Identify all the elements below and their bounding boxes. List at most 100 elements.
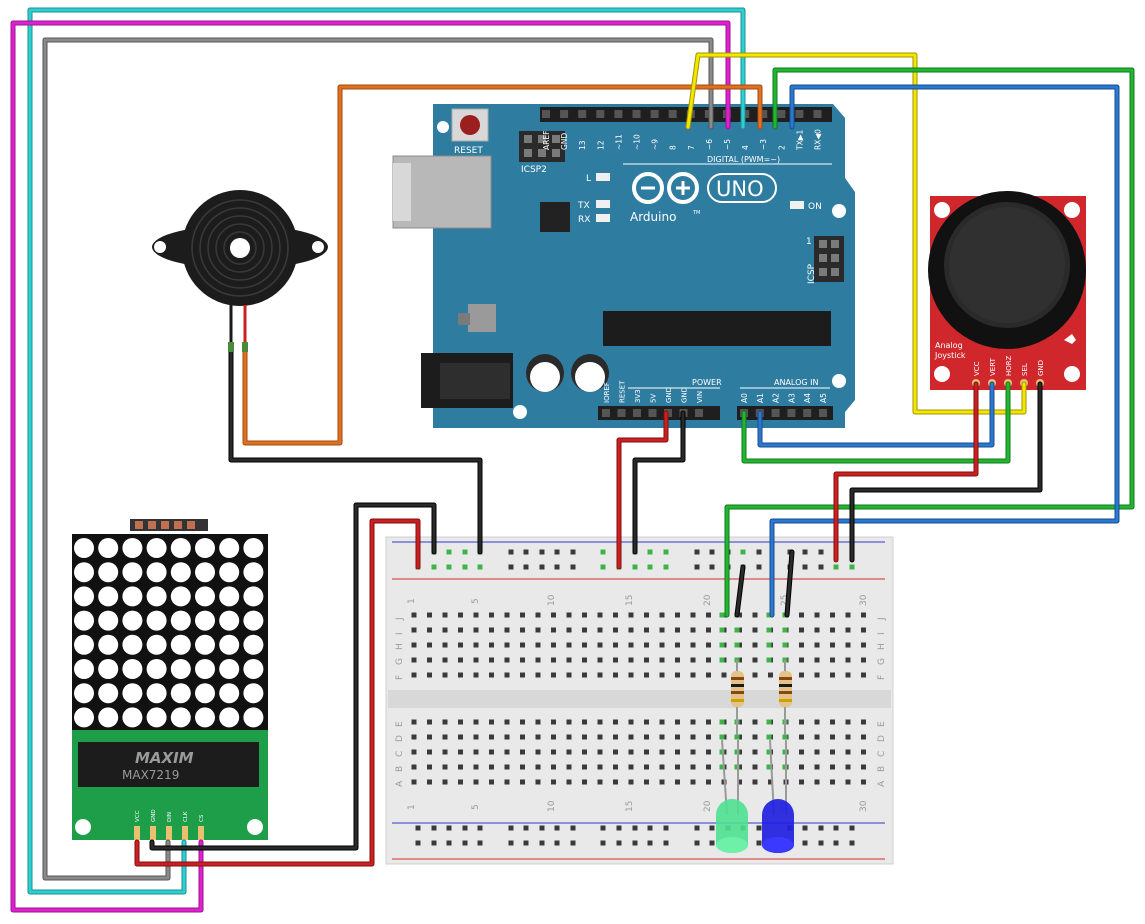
matrix-led [170, 634, 191, 655]
digital-pin-label: ~5 [723, 139, 732, 150]
arduino-logo: UNO Arduino TM [630, 172, 777, 224]
matrix-led [98, 538, 119, 558]
matrix-pin-label: CS [199, 814, 205, 822]
svg-text:MAX7219: MAX7219 [122, 768, 179, 782]
matrix-led [243, 634, 264, 655]
digital-pin-label: AREF [542, 131, 551, 150]
power-pin-label: IOREF [603, 382, 611, 403]
svg-text:ON: ON [808, 202, 822, 212]
digital-label: DIGITAL (PWM=~) [707, 155, 780, 164]
svg-text:Arduino: Arduino [630, 210, 676, 224]
joystick-pin-label: HORZ [1005, 355, 1013, 376]
matrix-led [146, 683, 167, 704]
analog-pin-label: A4 [803, 393, 812, 403]
svg-text:J: J [877, 617, 887, 621]
mount-hole [437, 121, 449, 133]
svg-text:Analog: Analog [935, 341, 963, 350]
voltage-regulator [468, 304, 496, 332]
svg-text:1: 1 [407, 804, 417, 810]
digital-pin-label: ~10 [633, 134, 642, 150]
breadboard-row-letters: J I H G F E D C B A J I H G F E D C B A [395, 617, 887, 787]
svg-text:B: B [395, 766, 405, 772]
svg-text:C: C [395, 751, 405, 757]
matrix-led [146, 586, 167, 607]
wires [10, 7, 1135, 913]
svg-text:RX: RX [578, 215, 590, 225]
breadboard-col-numbers-top: 1 5 10 15 20 25 30 [407, 594, 869, 606]
svg-text:E: E [395, 721, 405, 727]
matrix-led [243, 610, 264, 631]
svg-text:1: 1 [407, 598, 417, 604]
matrix-led [74, 707, 94, 728]
svg-text:20: 20 [703, 594, 713, 606]
joystick-pin-label: VERT [989, 357, 997, 376]
matrix-led [243, 538, 264, 558]
usb-chip [540, 202, 570, 232]
matrix-led [195, 683, 215, 704]
max7219-chip: MAXIM MAX7219 [78, 742, 259, 787]
matrix-led [146, 562, 167, 583]
matrix-led [195, 634, 215, 655]
digital-pin-label: 8 [669, 145, 678, 150]
joystick-pin-label: VCC [973, 361, 981, 376]
blue-led [762, 739, 794, 853]
svg-text:A: A [395, 780, 405, 787]
matrix-pin-label: GND [151, 809, 157, 822]
power-pin-label: VIN [696, 391, 704, 403]
svg-text:F: F [877, 675, 887, 680]
matrix-led [122, 634, 143, 655]
matrix-led [195, 610, 215, 631]
svg-text:D: D [877, 735, 887, 742]
resistor-2 [779, 660, 792, 735]
analog-pin-label: A5 [819, 393, 828, 403]
matrix-led [219, 562, 240, 583]
matrix-pin-label: DIN [167, 812, 173, 822]
matrix-led [219, 683, 240, 704]
digital-pin-label: 7 [687, 145, 696, 150]
matrix-led [219, 586, 240, 607]
digital-pin-label: 4 [741, 145, 750, 150]
matrix-led [170, 659, 191, 679]
svg-text:15: 15 [625, 595, 635, 606]
svg-text:30: 30 [859, 594, 869, 606]
icsp2-header: ICSP2 [519, 131, 565, 175]
matrix-led [243, 562, 264, 583]
digital-pin-label: ~11 [614, 134, 623, 150]
matrix-led [74, 659, 94, 679]
svg-text:TX: TX [577, 201, 590, 211]
matrix-led [122, 562, 143, 583]
icsp-header: 1 ICSP [806, 236, 844, 284]
svg-text:J: J [395, 617, 405, 621]
digital-pin-label: TX▶1 [795, 130, 804, 151]
matrix-led [122, 659, 143, 679]
matrix-led [122, 538, 143, 558]
matrix-led [195, 707, 215, 728]
svg-text:C: C [877, 751, 887, 757]
power-label: POWER [692, 378, 722, 387]
svg-text:A: A [877, 780, 887, 787]
svg-text:G: G [877, 658, 887, 665]
svg-text:B: B [877, 766, 887, 772]
svg-text:15: 15 [625, 801, 635, 812]
matrix-led [170, 610, 191, 631]
matrix-led [98, 683, 119, 704]
svg-text:5: 5 [471, 804, 481, 810]
matrix-led-grid [74, 538, 264, 728]
microcontroller-chip [603, 311, 831, 346]
matrix-pin-label: CLK [183, 811, 189, 822]
matrix-led [146, 538, 167, 558]
digital-pin-label: 13 [578, 140, 587, 150]
matrix-led [74, 586, 94, 607]
svg-text:I: I [877, 632, 887, 635]
analog-pin-label: A0 [740, 393, 749, 403]
svg-text:D: D [395, 735, 405, 742]
svg-text:I: I [395, 632, 405, 635]
power-pin-label: 5V [650, 394, 658, 403]
matrix-led [243, 586, 264, 607]
matrix-led [170, 586, 191, 607]
matrix-led [122, 707, 143, 728]
reset-button: RESET [451, 108, 489, 156]
